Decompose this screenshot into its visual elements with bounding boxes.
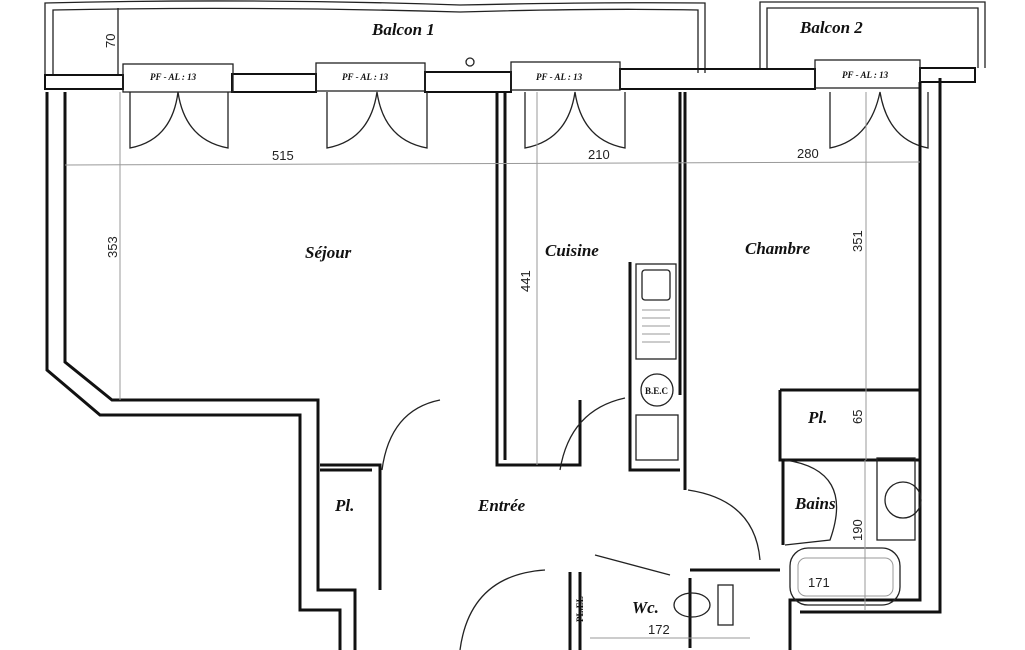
dim-chambre-width: 280 bbox=[797, 146, 819, 161]
window-label: PF - AL : 13 bbox=[150, 72, 197, 82]
placard-label: Pl. bbox=[807, 408, 827, 427]
window-label: PF - AL : 13 bbox=[842, 70, 889, 80]
entree-label: Entrée bbox=[477, 496, 526, 515]
toilet-tank bbox=[717, 584, 734, 626]
wc-label: Wc. bbox=[632, 598, 659, 617]
sejour-label: Séjour bbox=[305, 243, 352, 262]
dim-balcon: 70 bbox=[103, 34, 118, 48]
dim-sejour-width: 515 bbox=[272, 148, 294, 163]
bec-label: B.E.C bbox=[645, 386, 668, 396]
cuisine-label: Cuisine bbox=[545, 241, 599, 260]
plel-label: PL.EL bbox=[575, 596, 585, 622]
dim-cuisine-width: 210 bbox=[588, 147, 610, 162]
dim-bath-length: 171 bbox=[808, 575, 830, 590]
dim-bains-depth: 190 bbox=[850, 519, 865, 541]
kitchen-sink bbox=[635, 263, 677, 360]
interior-walls bbox=[320, 92, 920, 650]
water-heater bbox=[640, 373, 674, 407]
placard-label: Pl. bbox=[334, 496, 354, 515]
outlet-icon bbox=[465, 57, 475, 67]
washbasin bbox=[884, 481, 922, 519]
balcony-2 bbox=[759, 1, 986, 68]
dim-cuisine-depth: 441 bbox=[518, 270, 533, 292]
dim-sejour-depth: 353 bbox=[105, 236, 120, 258]
exterior-walls bbox=[45, 78, 942, 650]
window-label: PF - AL : 13 bbox=[342, 72, 389, 82]
washbasin-cabinet bbox=[876, 457, 916, 541]
dim-wc-width: 172 bbox=[648, 622, 670, 637]
window-label: PF - AL : 13 bbox=[536, 72, 583, 82]
balcon-1-label: Balcon 1 bbox=[371, 20, 435, 39]
balcon-2-label: Balcon 2 bbox=[799, 18, 863, 37]
dim-placard-depth: 65 bbox=[850, 410, 865, 424]
balcony-1 bbox=[44, 0, 706, 75]
french-doors bbox=[129, 91, 929, 149]
appliance-box bbox=[635, 414, 679, 461]
interior-doors bbox=[381, 397, 838, 650]
dimension-lines bbox=[64, 92, 921, 639]
dim-chambre-depth: 351 bbox=[850, 230, 865, 252]
bathtub-inner bbox=[797, 557, 894, 597]
toilet bbox=[673, 592, 711, 618]
chambre-label: Chambre bbox=[745, 239, 811, 258]
bains-label: Bains bbox=[794, 494, 836, 513]
bathtub bbox=[789, 547, 901, 606]
window-frames bbox=[122, 59, 921, 93]
